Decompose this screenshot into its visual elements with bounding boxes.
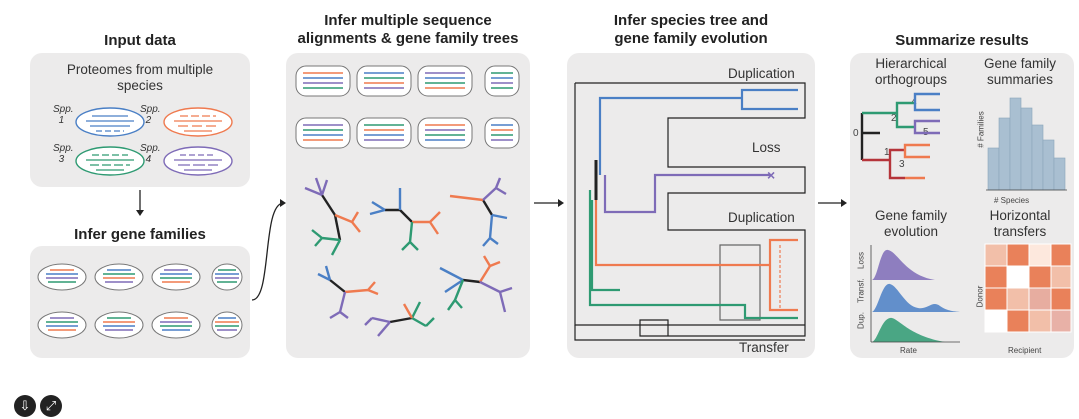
orthogroup-tree [860, 92, 940, 180]
lineage-purple [603, 173, 770, 214]
transfer-heatmap [984, 243, 1072, 333]
species-tree-panel [567, 53, 815, 358]
gene-tree [439, 255, 513, 313]
lineage-orange [594, 190, 798, 312]
rate-distributions [870, 245, 960, 343]
msa-title-line2: alignments & gene family trees [297, 30, 519, 47]
lineage-blue [598, 88, 798, 175]
arrow-right [818, 199, 847, 207]
species-1-oval [75, 107, 145, 137]
summaries-label-line1: Gene family [983, 56, 1057, 71]
hierarchical-label-line1: Hierarchical [875, 56, 947, 71]
download-icon[interactable]: ⇩ [14, 395, 36, 417]
ht-xlabel: Recipient [1008, 346, 1042, 355]
evolution-label-line1: Gene family [874, 208, 948, 223]
species-1-label: Spp. 1 [53, 104, 74, 126]
gene-family-oval [151, 311, 201, 339]
summaries-label-line2: summaries [986, 72, 1053, 87]
gene-tree [449, 177, 508, 247]
histogram [987, 97, 1066, 191]
loss-label: Loss [752, 140, 781, 155]
species-4-oval [163, 146, 233, 176]
node-label-2: 2 [891, 113, 897, 124]
species-tree-title-line1: Infer species tree and [613, 12, 769, 29]
proteomes-subtitle-line2: species [117, 78, 163, 93]
curved-arrow [251, 202, 284, 301]
hierarchical-label-line2: orthogroups [874, 72, 948, 87]
arrow-right [534, 199, 564, 207]
lineage-green [588, 190, 798, 320]
gene-family-oval [37, 311, 87, 339]
species-3-oval [75, 146, 145, 176]
gene-family-oval [211, 311, 243, 339]
species-2-label: Spp. 2 [140, 104, 161, 126]
node-label-3: 3 [899, 159, 905, 170]
transfer-label: Transfer [739, 340, 789, 355]
species-tree-outline [574, 82, 806, 341]
gene-family-oval [37, 263, 87, 291]
gene-family-oval [151, 263, 201, 291]
msa-title-line1: Infer multiple sequence [324, 12, 492, 29]
input-data-title: Input data [104, 32, 176, 49]
summarize-title: Summarize results [895, 32, 1029, 49]
proteomes-subtitle-line1: Proteomes from multiple [66, 62, 214, 77]
arrow-down [136, 190, 144, 216]
loss-x-icon: × [767, 167, 775, 183]
gene-family-oval [94, 263, 144, 291]
infer-gene-families-title: Infer gene families [74, 226, 206, 243]
node-label-1: 1 [884, 147, 890, 158]
species-4-label: Spp. 4 [140, 143, 161, 165]
expand-icon[interactable]: ⤢ [40, 395, 62, 417]
transfers-label-line1: Horizontal [989, 208, 1051, 223]
gene-tree [304, 177, 361, 256]
duplication-top-label: Duplication [728, 66, 795, 81]
evolution-label-line2: evolution [883, 224, 939, 239]
species-tree-title-line2: gene family evolution [614, 30, 768, 47]
species-2-oval [163, 107, 233, 137]
node-label-0: 0 [853, 128, 859, 139]
species-3-label: Spp. 3 [53, 143, 74, 165]
evo-xlabel: Rate [900, 346, 917, 355]
gene-family-oval [94, 311, 144, 339]
msa-panel [286, 53, 530, 358]
histogram-xlabel: # Species [994, 196, 1030, 205]
gene-family-oval [211, 263, 243, 291]
duplication-bottom-label: Duplication [728, 210, 795, 225]
gene-tree [369, 188, 441, 251]
transfers-label-line2: transfers [993, 224, 1047, 239]
gene-tree [317, 265, 379, 320]
gene-tree [364, 301, 435, 337]
